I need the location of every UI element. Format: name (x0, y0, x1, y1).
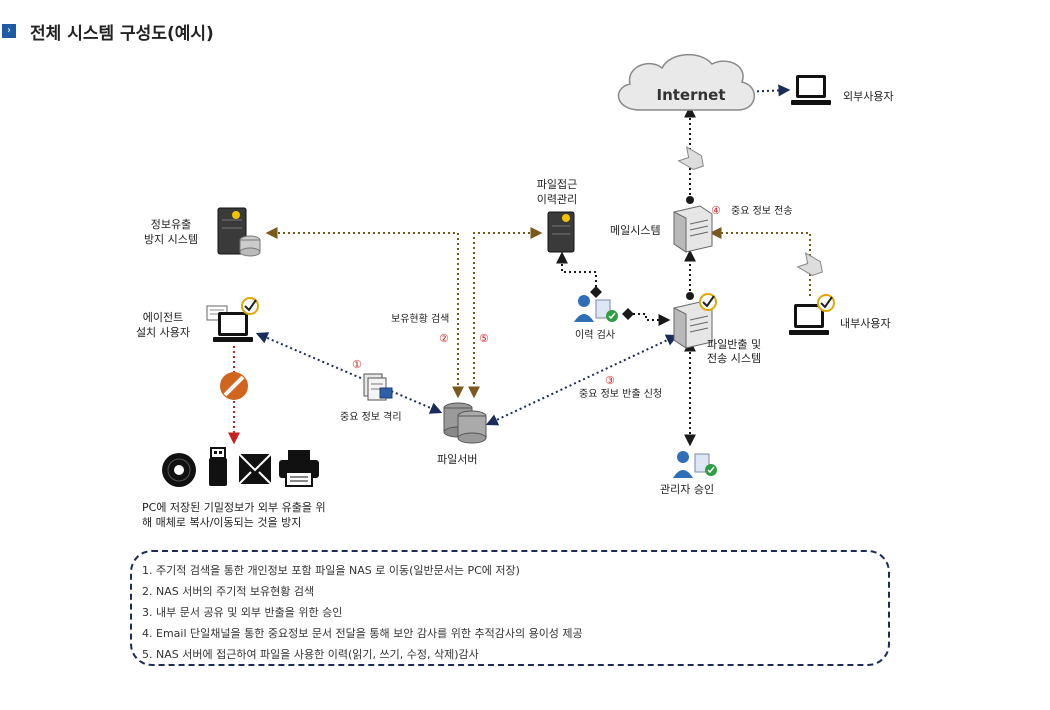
system-diagram: Internet 외부사용자 메일시스템 ④ 중요 정보 전송 내부사용자 (136, 53, 894, 529)
internet-label: Internet (656, 86, 725, 104)
agent-user-laptop-icon (206, 297, 259, 342)
note-5: 5. NAS 서버에 접근하여 파일을 사용한 이력(읽기, 쓰기, 수정, 삭… (142, 648, 479, 661)
internal-user-label: 내부사용자 (840, 317, 891, 330)
history-check-label: 이력 검사 (575, 329, 615, 341)
note-2: 2. NAS 서버의 주기적 보유현황 검색 (142, 585, 315, 598)
title-bar: › 전체 시스템 구성도(예시) (0, 16, 214, 46)
connector-log-fileserver (468, 227, 543, 399)
page-title: 전체 시스템 구성도(예시) (30, 23, 214, 44)
notes-box: 1. 주기적 검색을 통한 개인정보 포함 파일을 NAS 로 이동(일반문서는… (130, 550, 890, 666)
internet-cloud: Internet (617, 53, 755, 111)
internal-envelope-icon (796, 252, 823, 276)
connector-fileserver-export (485, 334, 679, 426)
step-5: ⑤ (479, 332, 489, 345)
internal-user-laptop-icon (789, 294, 835, 335)
step-2: ② (439, 332, 449, 345)
export-request-label: 중요 정보 반출 신청 (579, 388, 662, 400)
connector-dlp-fileserver (265, 227, 464, 399)
history-check-user-icon (574, 295, 618, 322)
connector-internal-mail (709, 227, 811, 296)
holding-check-label: 보유현황 검색 (391, 313, 449, 325)
file-server-icon (443, 402, 487, 444)
log-label-line2: 이력관리 (537, 193, 577, 206)
dlp-server-icon (217, 207, 261, 257)
step-1: ① (352, 358, 362, 371)
agent-label-line1: 에이전트 (143, 311, 183, 324)
log-label-line1: 파일접근 (537, 177, 577, 191)
printer-icon (279, 450, 319, 487)
external-user-laptop-icon (791, 75, 831, 105)
media-block-line1: PC에 저장된 기밀정보가 외부 유출을 위 (142, 501, 326, 514)
media-block-line2: 해 매체로 복사/이동되는 것을 방지 (142, 515, 301, 529)
note-1: 1. 주기적 검색을 통한 개인정보 포함 파일을 NAS 로 이동(일반문서는… (142, 564, 520, 577)
export-label-line2: 전송 시스템 (707, 352, 761, 365)
file-server-label: 파일서버 (437, 452, 477, 466)
agent-label-line2: 설치 사용자 (136, 326, 190, 339)
usb-icon (209, 447, 227, 486)
admin-user-icon (673, 451, 717, 478)
step-4: ④ (711, 204, 721, 217)
mail-server-icon (673, 205, 713, 253)
connector-agent-fileserver (255, 332, 443, 414)
admin-approval-label: 관리자 승인 (660, 483, 714, 496)
isolation-label: 중요 정보 격리 (340, 410, 402, 423)
external-user-label: 외부사용자 (843, 90, 894, 103)
chevron-right-icon: › (2, 24, 16, 38)
log-server-icon (547, 211, 575, 253)
send-important-label: 중요 정보 전송 (731, 205, 793, 217)
note-4: 4. Email 단일채널을 통한 중요정보 문서 전달을 통해 보안 감사를 … (142, 627, 583, 640)
email-envelope-icon (238, 453, 272, 485)
mail-system-label: 메일시스템 (610, 223, 661, 237)
dlp-label-line1: 정보유출 (151, 218, 191, 231)
connector-history-export (622, 308, 671, 326)
dlp-label-line2: 방지 시스템 (144, 233, 198, 246)
isolation-docs-icon (363, 373, 393, 401)
block-icon (220, 372, 248, 400)
cd-icon (162, 453, 196, 487)
step-3: ③ (605, 374, 615, 387)
export-server-icon (673, 293, 717, 349)
mail-envelope-icon (677, 146, 704, 170)
export-label-line1: 파일반출 및 (707, 337, 761, 351)
note-3: 3. 내부 문서 공유 및 외부 반출을 위한 승인 (142, 606, 343, 619)
connector-log-history (556, 251, 602, 298)
